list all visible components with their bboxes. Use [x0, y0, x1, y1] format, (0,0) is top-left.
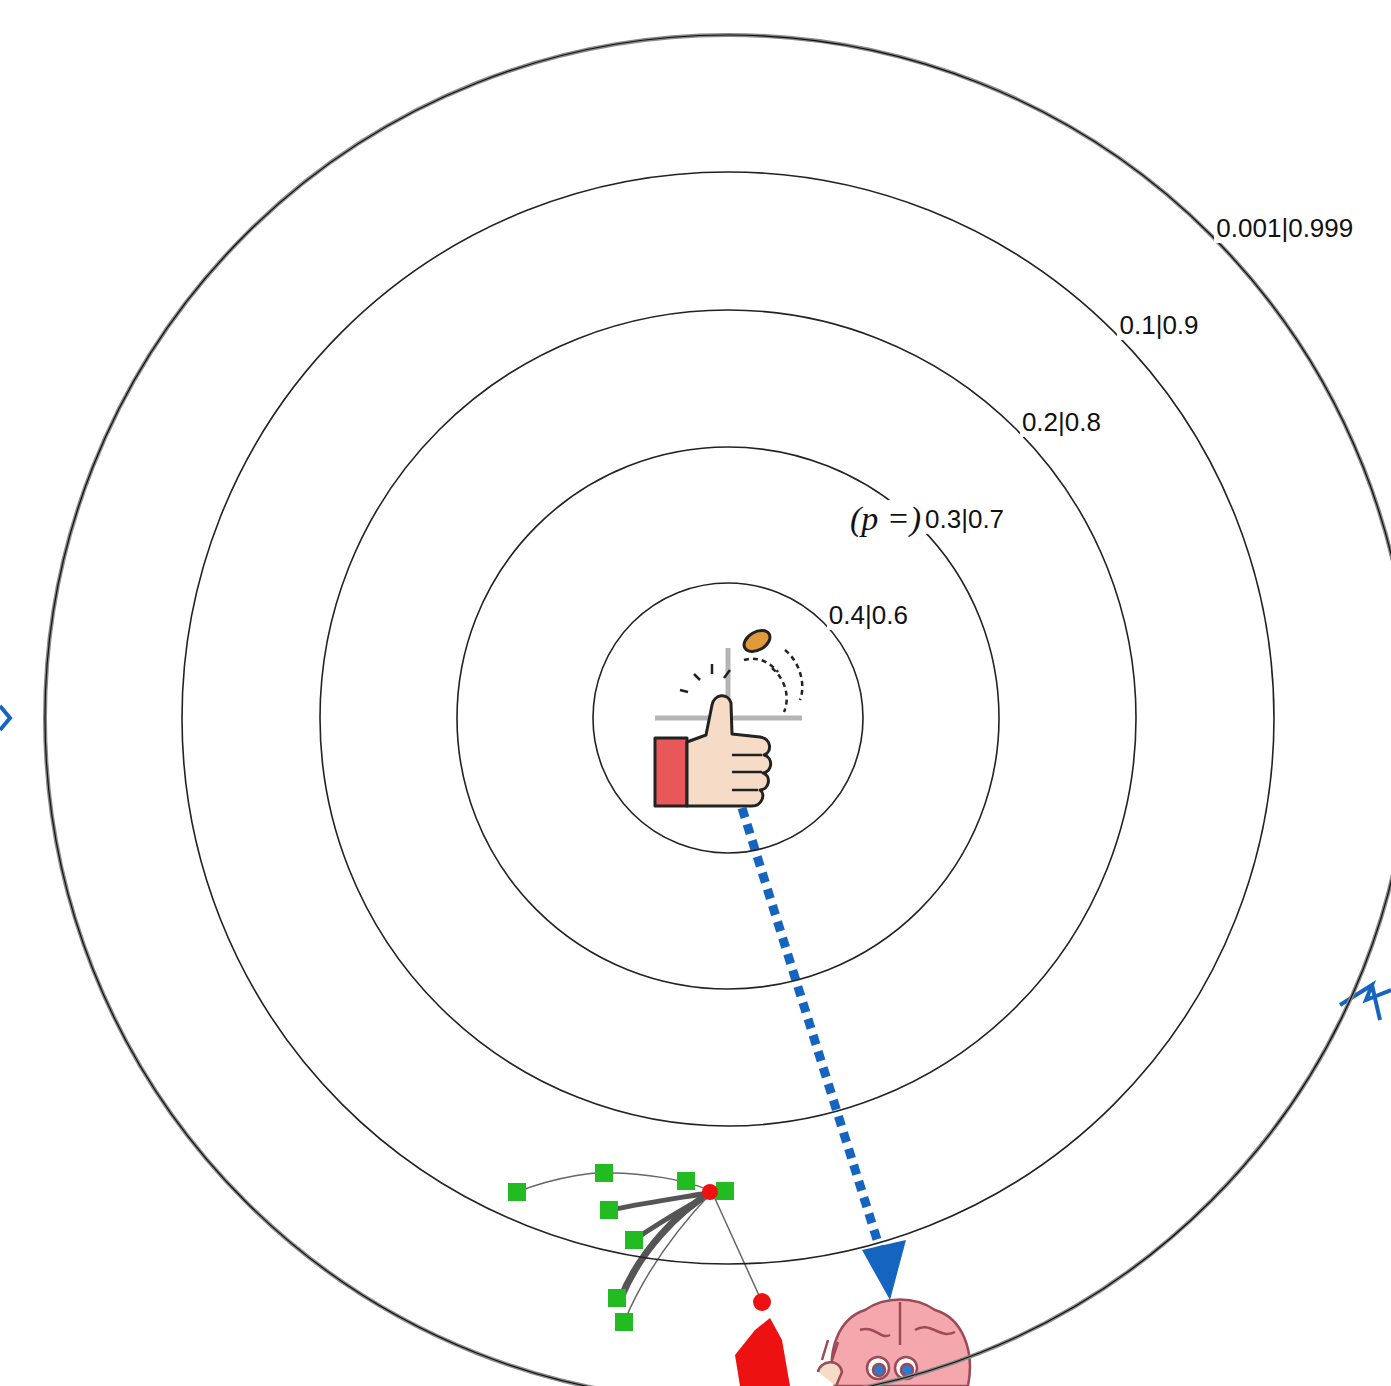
- probability-label: 0.001|0.999: [1214, 213, 1355, 243]
- ring-outline: [180, 170, 1276, 1266]
- edge-arrowhead: [0, 706, 10, 730]
- ring-outline: [43, 33, 1391, 1386]
- brain-character: [818, 1300, 970, 1386]
- probability-ring: (p =)0.3|0.70.4|0.6: [455, 445, 1001, 991]
- probability-ring: 0.001|0.9990.1|0.90.2|0.8(p =)0.3|0.70.4…: [43, 33, 1391, 1386]
- bezier-handles: [508, 1164, 790, 1386]
- probability-ring: 0.2|0.8(p =)0.3|0.70.4|0.6: [318, 308, 1138, 1128]
- probability-ring: 0.4|0.6: [591, 581, 865, 855]
- dotted-arrow: [742, 808, 884, 1262]
- ring-outline: [318, 308, 1138, 1128]
- ring-outline: [591, 581, 865, 855]
- probability-label: 0.1|0.9: [1117, 310, 1200, 340]
- probability-label: 0.4|0.6: [827, 600, 910, 630]
- variable-label: (p =): [848, 500, 923, 538]
- probability-label: 0.2|0.8: [1020, 407, 1103, 437]
- probability-ring: 0.1|0.90.2|0.8(p =)0.3|0.70.4|0.6: [180, 170, 1276, 1266]
- arrow-head: [862, 1240, 906, 1300]
- coin-flip-thumb: [655, 626, 802, 806]
- probability-label: 0.3|0.7: [923, 504, 1006, 534]
